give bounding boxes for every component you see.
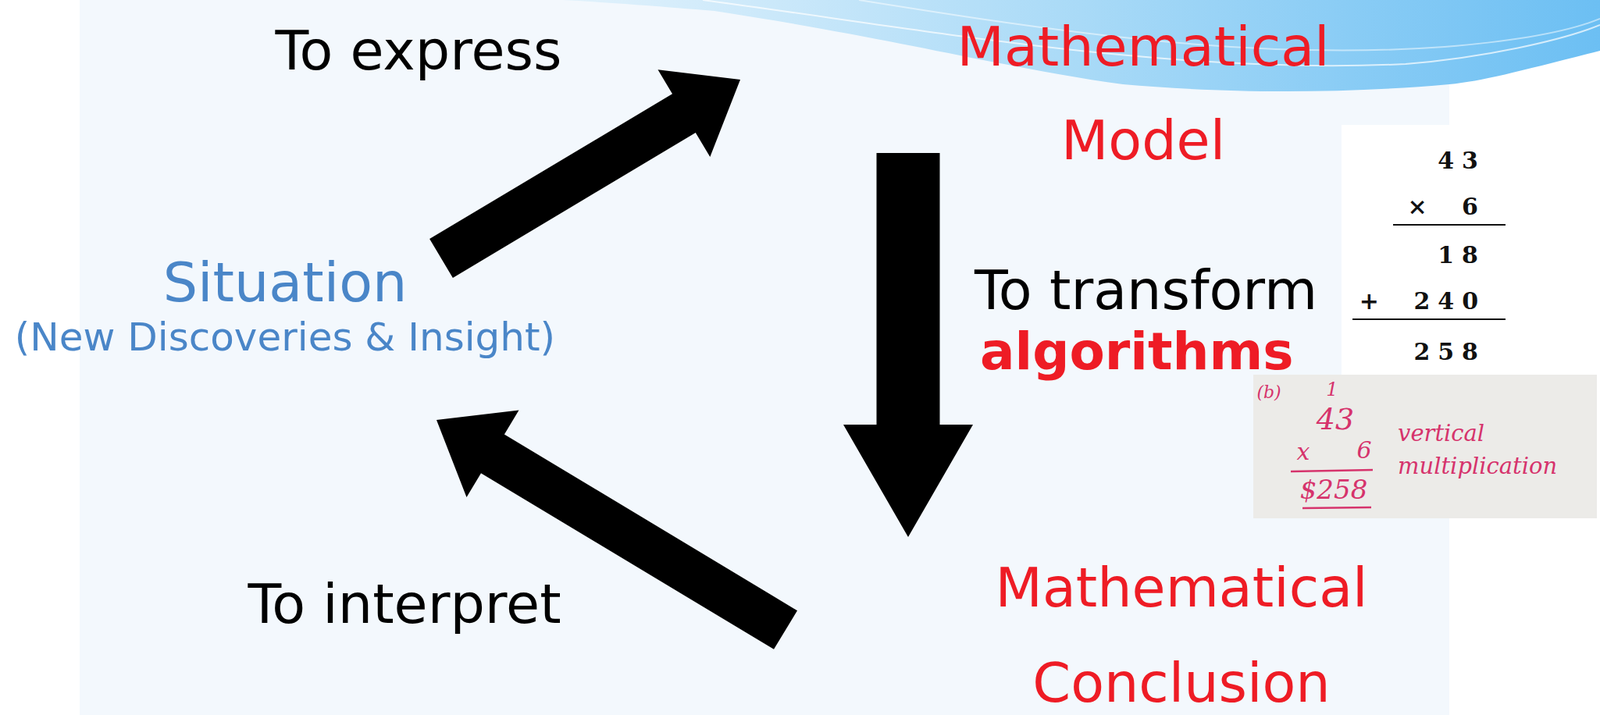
calculation-digits: 18 <box>1437 241 1486 270</box>
calculation-rule <box>1352 318 1506 321</box>
handwritten-rule <box>1290 470 1373 472</box>
model-node: Mathematical Model <box>932 0 1355 188</box>
conclusion-title: Mathematical Conclusion <box>962 540 1401 715</box>
edge-label-box: To interpret <box>247 571 561 638</box>
calculation-digits: 258 <box>1413 338 1486 367</box>
handwritten-rule <box>1302 507 1372 509</box>
edge-label: To express <box>275 17 563 84</box>
situation-title: Situation <box>4 251 566 314</box>
calculation-digits-box: 18 <box>1437 241 1486 270</box>
keyword-label: algorithms <box>979 320 1294 383</box>
calculation-rule <box>1393 224 1506 226</box>
block-arrow <box>843 153 973 538</box>
handwritten-note: vertical multiplication <box>1397 416 1593 483</box>
handwritten-note-box: vertical multiplication <box>1397 416 1593 483</box>
calculation-digits-box: 43 <box>1437 146 1486 175</box>
handwritten-carry-box: 1 <box>1325 378 1338 402</box>
handwritten-mark-box: (b) <box>1256 382 1281 403</box>
handwritten-result-box: $258 <box>1300 473 1369 507</box>
handwritten-mark: (b) <box>1256 382 1281 403</box>
model-title: Mathematical Model <box>932 0 1355 188</box>
edge-label-box: To transform <box>974 257 1318 324</box>
handwritten-result: $258 <box>1300 473 1369 507</box>
situation-subtitle: (New Discoveries & Insight) <box>4 313 566 361</box>
handwritten-sign: x <box>1297 438 1311 467</box>
handwritten-sign-box: x <box>1297 438 1311 467</box>
situation-node: Situation(New Discoveries & Insight) <box>4 251 566 361</box>
calculation-digits: 43 <box>1437 146 1486 175</box>
edge-label-box: To express <box>275 17 563 84</box>
calculation-digits: × 6 <box>1407 192 1486 221</box>
edge-label: To interpret <box>247 571 561 638</box>
handwritten-digits: 6 <box>1356 436 1372 465</box>
calculation-digits: + 240 <box>1359 287 1486 316</box>
printed-calculation-panel <box>1341 124 1533 375</box>
handwritten-digits-box: 6 <box>1356 436 1372 465</box>
conclusion-node: Mathematical Conclusion <box>962 540 1401 715</box>
handwritten-photo <box>1253 374 1597 519</box>
calculation-digits-box: + 240 <box>1359 287 1486 316</box>
handwritten-carry: 1 <box>1325 378 1338 402</box>
edge-label: To transform <box>974 257 1318 324</box>
handwritten-digits: 43 <box>1316 402 1355 439</box>
handwritten-digits-box: 43 <box>1316 402 1355 439</box>
calculation-digits-box: × 6 <box>1407 192 1486 221</box>
block-arrow <box>429 69 741 278</box>
calculation-digits-box: 258 <box>1413 338 1486 367</box>
keyword-label-box: algorithms <box>979 320 1294 383</box>
